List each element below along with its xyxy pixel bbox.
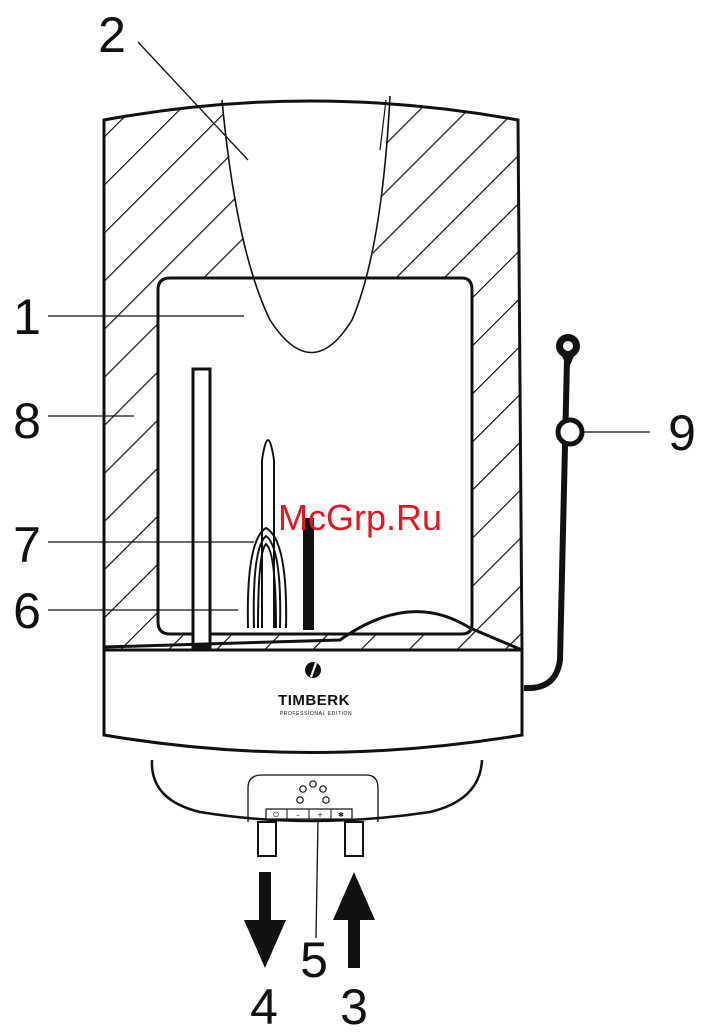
callout-9: 9 bbox=[668, 405, 696, 461]
cold-water-in-arrow bbox=[333, 872, 375, 968]
indicator-lights bbox=[297, 781, 329, 803]
callout-7: 7 bbox=[13, 517, 41, 573]
brand-edition: PROFESSIONAL EDITION bbox=[280, 711, 352, 717]
hot-water-outlet-pipe bbox=[258, 822, 276, 856]
callout-1: 1 bbox=[13, 289, 41, 345]
callout-6: 6 bbox=[13, 583, 41, 639]
plus-button[interactable]: + bbox=[317, 811, 323, 819]
hot-water-out-arrow bbox=[244, 872, 286, 968]
minus-button[interactable]: – bbox=[296, 811, 300, 819]
callout-8: 8 bbox=[13, 393, 41, 449]
cold-water-inlet-fitting bbox=[345, 822, 363, 856]
callout-5: 5 bbox=[300, 932, 328, 988]
power-button[interactable]: ⏻ bbox=[273, 811, 279, 819]
brand-name: TIMBERK bbox=[278, 692, 350, 709]
power-cable bbox=[524, 334, 582, 688]
watermark: McGrp.Ru bbox=[278, 497, 442, 538]
mode-button[interactable]: ✱ bbox=[338, 811, 344, 819]
callout-2: 2 bbox=[98, 7, 126, 63]
callout-3: 3 bbox=[340, 979, 368, 1035]
control-panel: ⏻ – + ✱ bbox=[248, 775, 378, 822]
callout-4: 4 bbox=[250, 979, 278, 1035]
brand-logo bbox=[305, 662, 321, 678]
cold-water-inlet-pipe bbox=[193, 369, 210, 647]
